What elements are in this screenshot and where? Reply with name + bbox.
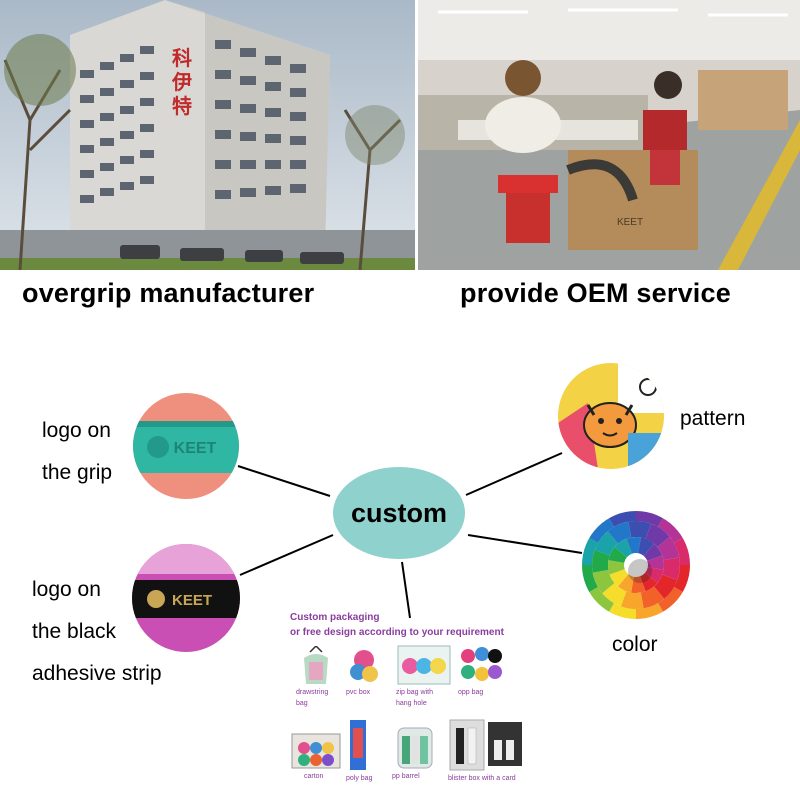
blister-box-thumb [449, 719, 522, 771]
color-wheel-segment [657, 536, 680, 561]
color-wheel-segment [582, 535, 598, 565]
packaging-item-drawstring-bag: drawstring bag [296, 646, 366, 708]
connector-color [467, 534, 583, 554]
building-sign: 科伊特 [171, 46, 192, 118]
packaging-item-label-2: bag [296, 700, 308, 707]
color-wheel-image [582, 511, 690, 619]
color-wheel-segment [617, 574, 634, 593]
color-wheel-segment [640, 572, 658, 592]
color-wheel-segment [638, 537, 655, 556]
connector-logo-strip [239, 534, 334, 576]
label-color: color [612, 633, 658, 656]
packaging-item-poly-bag: poly bag [346, 718, 416, 783]
logo-grip-image: KEET [133, 393, 239, 499]
caption-oem-service: provide OEM service [460, 278, 731, 308]
packaging-item-label: pvc box [346, 689, 371, 696]
packaging-item-carton: carton [290, 726, 360, 781]
factory-workshop-photo: KEET [418, 0, 800, 270]
color-wheel-segment [607, 521, 632, 544]
color-wheel-segment [626, 537, 641, 554]
label-logo-on-the-grip: logo on the grip [42, 410, 112, 494]
color-wheel-segment [606, 511, 636, 527]
color-wheel-segment [645, 567, 664, 584]
packaging-item-pp-barrel: pp barrel [392, 724, 462, 781]
factory-building-photo: 科伊特 [0, 0, 415, 270]
connector-pattern [465, 452, 563, 496]
packaging-title: Custom packaging [290, 612, 380, 623]
strip-logo-text: KEET [172, 592, 212, 609]
label-logo-strip-line2: the black [32, 620, 117, 643]
logo-strip-image: KEET [132, 544, 240, 652]
label-logo-grip-line1: logo on [42, 419, 111, 442]
box-brand-text: KEET [617, 217, 643, 228]
color-wheel-segment [594, 531, 619, 556]
custom-hub-label: custom [350, 497, 448, 528]
packaging-item-label: drawstring [296, 689, 329, 696]
color-wheel-segment [645, 523, 670, 548]
packaging-item-label: pp barrel [392, 773, 420, 780]
label-logo-grip-line2: the grip [42, 461, 113, 484]
color-wheel-segment [647, 555, 664, 570]
grip-logo-text: KEET [174, 440, 217, 457]
color-wheel-segment [592, 569, 615, 594]
packaging-item-label: poly bag [346, 775, 373, 782]
label-logo-strip-line3: adhesive strip [32, 662, 162, 685]
poly-bag-thumb [350, 720, 366, 770]
packaging-item-pvc-box: pvc box [346, 646, 416, 697]
packaging-item-label: zip bag with [396, 689, 433, 696]
packaging-item-label: carton [304, 773, 324, 780]
color-wheel-segment [608, 560, 625, 575]
packaging-item-blister-box: blister box with a card [448, 718, 528, 783]
color-wheel-segment [631, 576, 646, 593]
packaging-subtitle: or free design according to your require… [290, 627, 504, 638]
color-wheel-segment [609, 569, 629, 587]
color-wheel-segment [614, 538, 632, 558]
zip-bag-thumb [397, 645, 451, 685]
connector-logo-grip [237, 465, 331, 497]
carton-thumb [291, 733, 341, 769]
color-wheel-segment [653, 574, 678, 599]
color-wheel-segment [592, 549, 610, 573]
color-wheel-segment [582, 565, 598, 595]
color-wheel-segment [584, 587, 614, 617]
label-logo-on-black-strip: logo on the black adhesive strip [32, 569, 162, 695]
color-wheel-segment [658, 587, 688, 617]
color-wheel-segment [643, 543, 663, 561]
label-pattern: pattern [680, 407, 746, 430]
color-wheel-segment [640, 586, 665, 609]
color-wheel-segment [636, 511, 666, 527]
color-wheel-segment [658, 513, 688, 543]
color-wheel-segment [584, 513, 614, 543]
color-wheel-segment [620, 591, 644, 609]
label-logo-strip-line1: logo on [32, 578, 101, 601]
custom-hub: custom [333, 467, 465, 559]
packaging-item-label: blister box with a card [448, 775, 516, 782]
caption-overgrip-manufacturer: overgrip manufacturer [22, 278, 315, 308]
color-wheel-segment [608, 546, 627, 563]
connector-packaging [401, 561, 411, 619]
color-wheel-segment [662, 557, 680, 581]
pvc-box-thumb [350, 650, 378, 682]
color-wheel-segment [602, 582, 627, 607]
drawstring-bag-thumb [304, 646, 328, 684]
opp-bag-thumb [461, 647, 502, 681]
pp-barrel-thumb [397, 727, 433, 769]
packaging-item-opp-bag: opp bag [458, 644, 528, 697]
packaging-item-label-2: hang hole [396, 700, 427, 707]
color-wheel-segment [628, 521, 652, 539]
packaging-item-zip-bag: zip bag with hang hole [396, 642, 466, 708]
pattern-image [558, 363, 664, 469]
packaging-item-label: opp bag [458, 689, 484, 696]
